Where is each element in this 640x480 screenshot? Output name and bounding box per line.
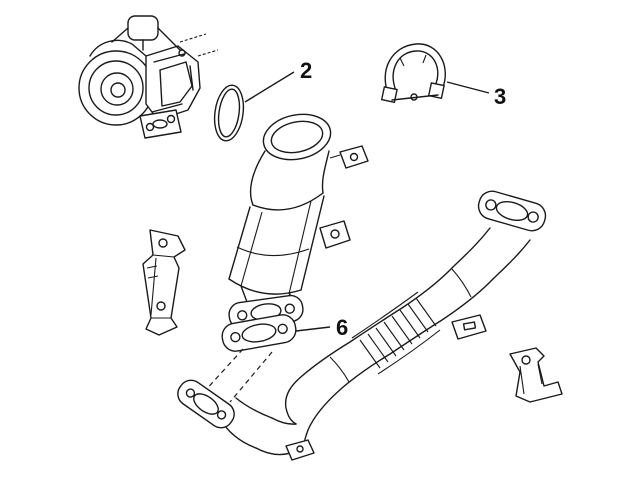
callout-6: 6: [295, 315, 348, 340]
catalytic-converter-illustration: [228, 113, 369, 339]
flex-section: [351, 291, 441, 375]
callout-2: 2: [244, 58, 312, 103]
support-bracket-illustration: [509, 347, 563, 403]
mounting-bracket-illustration: [142, 229, 186, 336]
exhaust-pipe-illustration: [177, 190, 547, 461]
alignment-dashed-lines: [202, 348, 273, 403]
callout-6-label: 6: [336, 315, 348, 340]
callout-3-label: 3: [494, 84, 506, 109]
callout-2-label: 2: [300, 58, 312, 83]
wastegate-actuator: [127, 15, 159, 41]
clamp-illustration: [380, 43, 446, 104]
callout-3: 3: [446, 81, 506, 109]
gasket-ring-illustration: [213, 84, 245, 142]
turbocharger-illustration: [78, 15, 219, 139]
flange-gasket-illustration: [221, 314, 297, 352]
